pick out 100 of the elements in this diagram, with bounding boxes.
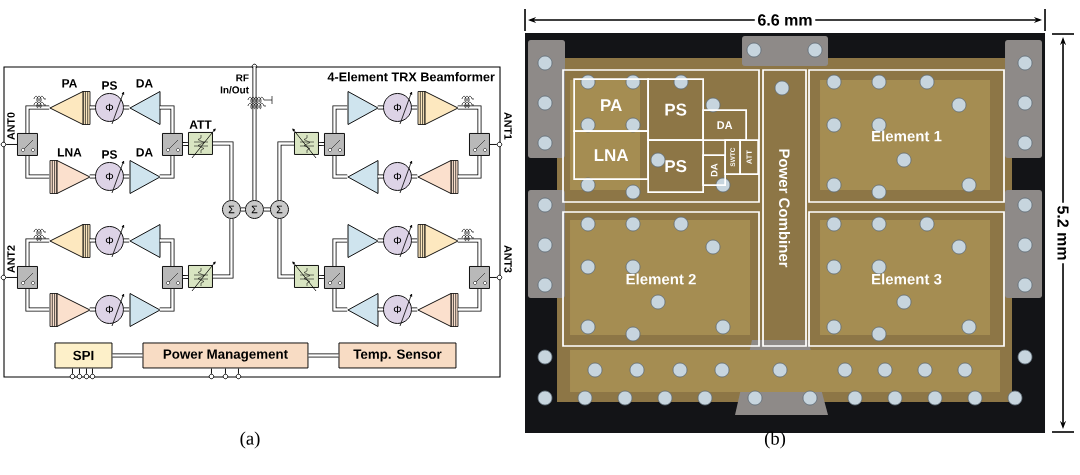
- region-box: PS: [647, 139, 704, 193]
- wire: [25, 155, 50, 179]
- wire: [277, 141, 294, 200]
- wire: [377, 238, 383, 243]
- amplifier-triangle: [129, 91, 161, 125]
- amplifier-triangle: [347, 293, 379, 327]
- wire: [411, 105, 418, 110]
- block-box: Power Management: [142, 342, 309, 369]
- region-box: LNA: [573, 130, 649, 180]
- wire: [411, 238, 418, 243]
- panel-label: (b): [764, 431, 786, 449]
- wire: [332, 155, 348, 179]
- amplifier-triangle: [347, 160, 379, 194]
- dimension-label: 6.6 mm: [754, 11, 816, 29]
- switch-box: [17, 266, 38, 289]
- component-label: DA: [136, 148, 153, 157]
- connection-line: [72, 367, 73, 375]
- wire: [159, 288, 175, 312]
- wire: [123, 105, 130, 110]
- wire: [332, 105, 348, 133]
- wire: [159, 238, 175, 266]
- amplifier-triangle: [347, 91, 379, 125]
- amplifier-triangle: [417, 293, 459, 327]
- wire: [263, 207, 270, 212]
- wire: [123, 238, 130, 243]
- connection-line: [489, 277, 498, 278]
- wire: [377, 174, 383, 179]
- wire: [212, 218, 234, 279]
- switch-box: [162, 133, 183, 156]
- region-box: Element 3: [808, 211, 1005, 347]
- wire: [377, 307, 383, 312]
- wire: [318, 274, 325, 280]
- panel-label: (a): [240, 431, 260, 449]
- wire: [411, 307, 418, 312]
- component-label: LNA: [57, 148, 82, 157]
- wire: [123, 174, 130, 179]
- connection-line: [225, 367, 226, 375]
- antenna-label: ANT1: [504, 112, 512, 140]
- wire: [240, 207, 245, 212]
- wire: [377, 105, 383, 110]
- switch-box: [162, 266, 183, 289]
- port-label: RF In/Out: [220, 74, 249, 94]
- connection-line: [79, 367, 80, 375]
- wire: [252, 66, 257, 200]
- wire: [332, 238, 348, 266]
- amplifier-triangle: [129, 160, 161, 194]
- region-box: PA: [573, 78, 649, 132]
- amplifier-triangle: [49, 160, 91, 194]
- connection-line: [5, 277, 18, 278]
- region-box: Power Combiner: [762, 69, 807, 347]
- connection-line: [238, 367, 239, 375]
- wire: [89, 174, 95, 179]
- region-box: Element 2: [562, 211, 760, 347]
- amplifier-triangle: [417, 160, 459, 194]
- switch-box: [17, 133, 38, 156]
- switch-box: [324, 266, 345, 289]
- switch-box: [469, 266, 490, 289]
- region-box: PS: [647, 78, 704, 141]
- antenna-label: ANT3: [504, 245, 512, 273]
- wire: [123, 307, 130, 312]
- amplifier-triangle: [417, 224, 459, 258]
- connection-line: [211, 367, 212, 375]
- wire: [25, 105, 50, 133]
- component-label: PS: [102, 150, 117, 159]
- wire: [308, 353, 339, 358]
- block-box: Temp. Sensor: [338, 342, 457, 369]
- wire: [457, 105, 482, 133]
- component-label: ATT: [189, 120, 212, 129]
- connection-line: [86, 367, 87, 375]
- region-box: Element 1: [808, 69, 1005, 203]
- wire: [212, 141, 234, 200]
- antenna-label: ANT0: [7, 112, 15, 140]
- amplifier-triangle: [49, 224, 91, 258]
- wire: [457, 288, 482, 312]
- wire: [182, 274, 189, 280]
- region-box: DA: [702, 109, 747, 141]
- wire: [89, 307, 95, 312]
- wire: [89, 105, 95, 110]
- wire: [411, 174, 418, 179]
- wire: [112, 353, 143, 358]
- switch-box: [469, 133, 490, 156]
- component-label: DA: [136, 79, 153, 88]
- amplifier-triangle: [417, 91, 459, 125]
- wire: [182, 141, 189, 147]
- wire: [159, 155, 175, 179]
- wire: [318, 141, 325, 147]
- wire: [457, 155, 482, 179]
- region-box: DA: [702, 154, 726, 186]
- wire: [159, 105, 175, 133]
- amplifier-triangle: [49, 91, 91, 125]
- dimension-label: 5.2 mm: [1054, 202, 1072, 264]
- wire: [89, 238, 95, 243]
- connection-line: [92, 367, 93, 375]
- component-label: PA: [62, 79, 78, 88]
- wire: [332, 288, 348, 312]
- wire: [457, 238, 482, 266]
- wire: [25, 238, 50, 266]
- component-label: PS: [102, 81, 117, 90]
- amplifier-triangle: [347, 224, 379, 258]
- wire: [25, 288, 50, 312]
